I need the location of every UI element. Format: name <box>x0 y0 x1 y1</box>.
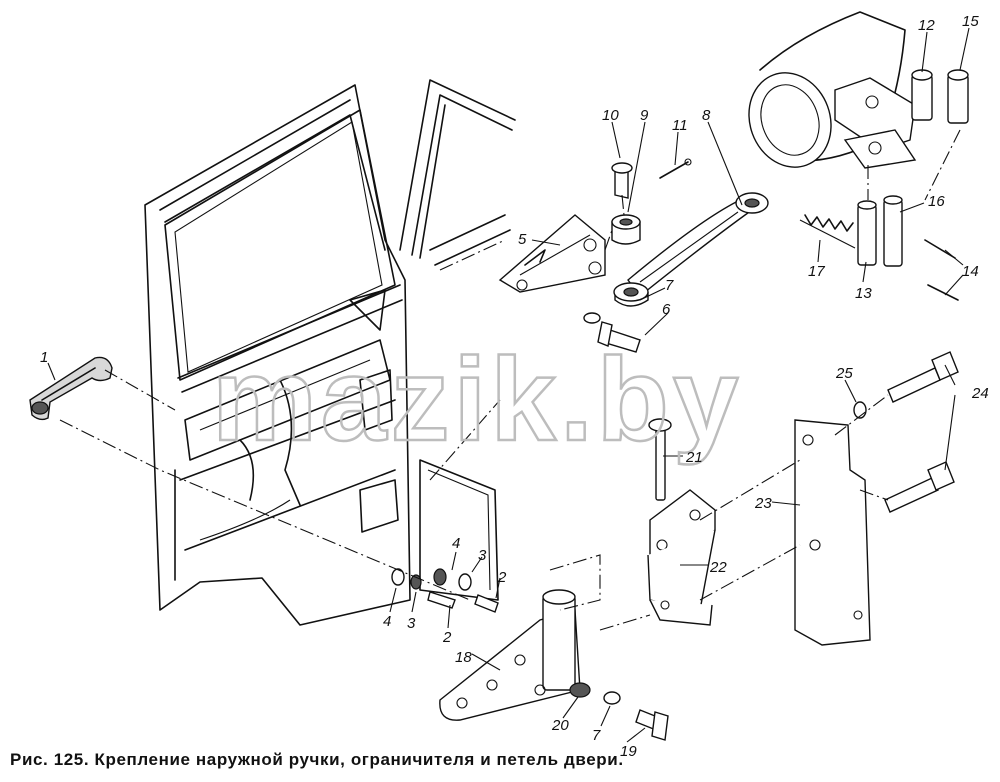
callout-2: 2 <box>497 569 507 586</box>
callout-15: 15 <box>962 13 979 30</box>
hinge-bracket <box>647 418 716 626</box>
figure-caption: Рис. 125. Крепление наружной ручки, огра… <box>10 750 624 769</box>
callout-5: 5 <box>518 231 527 248</box>
callout-4: 4 <box>383 613 391 630</box>
callout-6: 6 <box>662 301 671 318</box>
door-fasteners <box>391 568 499 613</box>
assembly-lines <box>59 129 961 631</box>
callout-25: 25 <box>835 365 853 382</box>
callout-3: 3 <box>407 615 416 632</box>
callout-1: 1 <box>40 349 48 366</box>
callout-19: 19 <box>620 743 637 760</box>
hinge-bolts <box>794 351 959 646</box>
lower-fasteners <box>569 682 669 741</box>
stop-pin <box>611 158 692 245</box>
callout-7: 7 <box>665 277 674 294</box>
callout-8: 8 <box>702 107 711 124</box>
callout-14: 14 <box>962 263 979 280</box>
callout-4: 4 <box>452 535 460 552</box>
outer-handle <box>29 356 113 421</box>
lower-hinge-leaf <box>439 589 581 721</box>
stop-fasteners <box>583 312 641 353</box>
callout-2: 2 <box>442 629 452 646</box>
callout-10: 10 <box>602 107 619 124</box>
stop-link <box>613 192 769 307</box>
watermark: mazik.by <box>212 334 742 466</box>
callout-13: 13 <box>855 285 872 302</box>
callout-11: 11 <box>672 117 688 134</box>
stop-bracket <box>498 214 606 293</box>
upper-hinge <box>748 11 969 169</box>
leader-lines <box>47 27 970 743</box>
callout-9: 9 <box>640 107 649 124</box>
callout-16: 16 <box>928 193 945 210</box>
callout-labels: 1 2 2 3 3 4 4 5 6 7 7 8 9 10 11 12 13 14… <box>40 13 989 760</box>
callout-22: 22 <box>709 559 727 576</box>
callout-24: 24 <box>971 385 989 402</box>
door-pillar <box>399 79 516 601</box>
callout-7: 7 <box>592 727 601 744</box>
callout-21: 21 <box>685 449 703 466</box>
callout-18: 18 <box>455 649 472 666</box>
callout-3: 3 <box>478 547 487 564</box>
door-panel <box>144 84 411 626</box>
callout-12: 12 <box>918 17 935 34</box>
callout-17: 17 <box>808 263 825 280</box>
hinge-pins <box>799 195 959 301</box>
callout-20: 20 <box>551 717 569 734</box>
callout-23: 23 <box>754 495 772 512</box>
